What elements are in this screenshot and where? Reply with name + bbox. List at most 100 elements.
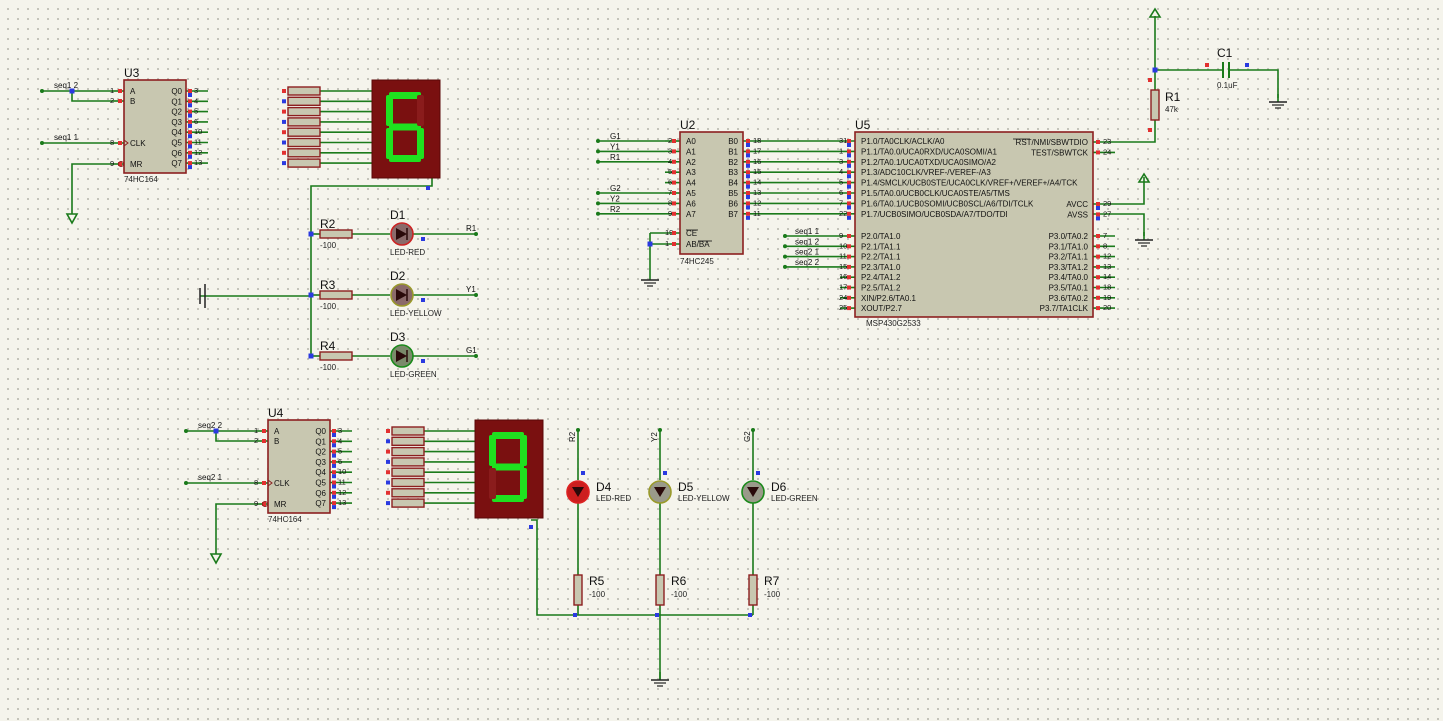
pin-marker [847,215,851,220]
terminal-dot [783,264,787,269]
segment-a [389,92,421,99]
terminal-dot [596,139,600,143]
pin-marker [332,470,336,475]
buffer-body [679,131,744,255]
pin-label: A [130,87,136,96]
led-ref: D4 [596,480,612,494]
pin-label: P3.1/TA1.0 [1049,242,1089,251]
bottom-common-wire [531,519,753,616]
pin-marker [386,459,390,464]
resistor [573,574,583,606]
pin-label: A5 [686,189,696,198]
pin-label: Q1 [315,437,326,446]
pin-marker [748,613,752,617]
pin-marker [1096,306,1100,311]
pin-marker [282,140,286,145]
pin-marker [1148,128,1152,132]
terminal-dot [596,211,600,216]
pin-marker [282,130,286,135]
net-label: Y2 [610,194,620,203]
led-ref: D1 [390,208,406,222]
led-ref: D2 [390,269,406,283]
pin-label: A3 [686,168,696,177]
net-b-wire [215,431,256,442]
pin-number: 15 [839,262,847,271]
pin-label: AB/BA [686,240,710,249]
led-diode-symbol [396,289,407,301]
pin-label: AVCC [1066,200,1088,209]
segment-e [489,468,496,499]
pin-marker [672,149,676,154]
pin-marker [386,429,390,433]
pin-marker [386,490,390,495]
segment-resistor [287,117,321,127]
net-label: seq2 2 [198,421,223,430]
pin-number: 4 [839,167,843,176]
pin-number: 9 [668,209,672,218]
resistor [319,229,353,239]
led-ref: D3 [390,330,406,344]
pin-label: P2.2/TA1.1 [861,253,901,262]
net-label: seq1 2 [54,81,79,90]
chip-ref: U2 [680,118,696,132]
pin-label: CE [686,229,697,238]
pin-marker [282,89,286,93]
pin-marker [847,264,851,269]
pin-label: P3.5/TA0.1 [1049,284,1089,293]
pin-marker [847,306,851,311]
pin-label: Q6 [315,489,326,498]
led-diode-symbol [396,228,407,240]
pin-marker [188,93,192,97]
pin-number: 29 [1103,199,1111,208]
segment-resistor [287,86,321,96]
pin-marker [672,211,676,216]
terminal-dot [751,428,755,432]
pin-number: 5 [338,447,342,456]
resistor-ref: R1 [1165,90,1181,104]
pin-marker [332,453,336,458]
pin-marker [188,103,192,108]
pin-label: Q0 [315,427,326,436]
pin-label: Q3 [171,118,182,127]
pin-number: 8 [254,478,258,487]
net-label: seq1 1 [795,227,820,236]
pin-marker [262,429,266,433]
pin-number: 4 [668,157,672,166]
pin-marker [1205,63,1209,67]
pin-marker [426,186,430,190]
pin-marker [746,201,750,206]
pin-label: A1 [686,147,696,156]
pin-marker [262,481,266,485]
pin-number: 5 [194,107,198,116]
pin-label: MR [274,500,287,509]
reset-wire [1115,120,1156,143]
chip-ref: U4 [268,406,284,420]
led-part: LED-RED [390,248,425,257]
pin-number: 18 [1103,283,1111,292]
terminal-dot [184,481,188,485]
segment-resistor [287,137,321,148]
pin-number: 9 [110,159,114,168]
net-label: R1 [466,224,477,233]
pin-marker [1096,285,1100,290]
pin-marker [847,254,851,259]
pin-marker [746,184,750,189]
segment-resistor [391,436,425,446]
pin-number: 31 [839,136,847,145]
pin-number: 19 [1103,293,1111,302]
pin-number: 13 [1103,262,1111,271]
pin-marker [332,474,336,479]
pin-marker [655,613,659,617]
pin-marker [1096,212,1100,217]
pin-marker [188,134,192,139]
resistor-ref: R6 [671,574,687,588]
clock-marker [267,479,273,487]
pin-marker [332,494,336,499]
segment-resistor [391,467,425,477]
pin-marker [1096,254,1100,259]
pin-marker [332,433,336,437]
pin-number: 11 [338,478,346,487]
pin-number: 11 [194,138,202,147]
avss-wire [1093,213,1145,236]
